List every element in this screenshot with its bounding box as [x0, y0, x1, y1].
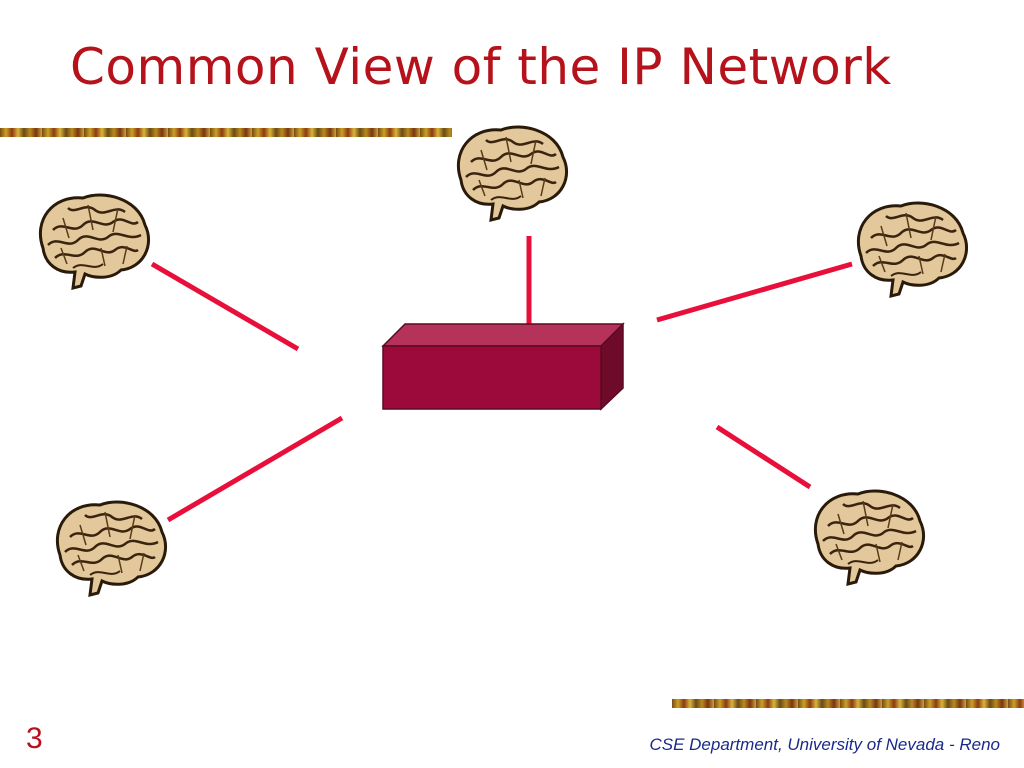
decorative-bar-top — [0, 128, 452, 137]
brain-icon — [856, 201, 969, 298]
footer-text: CSE Department, University of Nevada - R… — [649, 735, 1000, 754]
brain-icon — [456, 125, 569, 222]
decorative-bar-bottom — [672, 699, 1024, 708]
slide-title: Common View of the IP Network — [70, 38, 892, 96]
brain-icon — [55, 500, 168, 597]
router-box-icon — [381, 322, 625, 411]
slide-number: 3 — [26, 722, 43, 755]
brain-icon — [38, 193, 151, 290]
link-upper-left — [150, 261, 300, 352]
brain-icon — [813, 489, 926, 586]
link-upper-right — [656, 261, 853, 323]
link-lower-left — [166, 415, 344, 523]
link-lower-right — [715, 424, 812, 490]
